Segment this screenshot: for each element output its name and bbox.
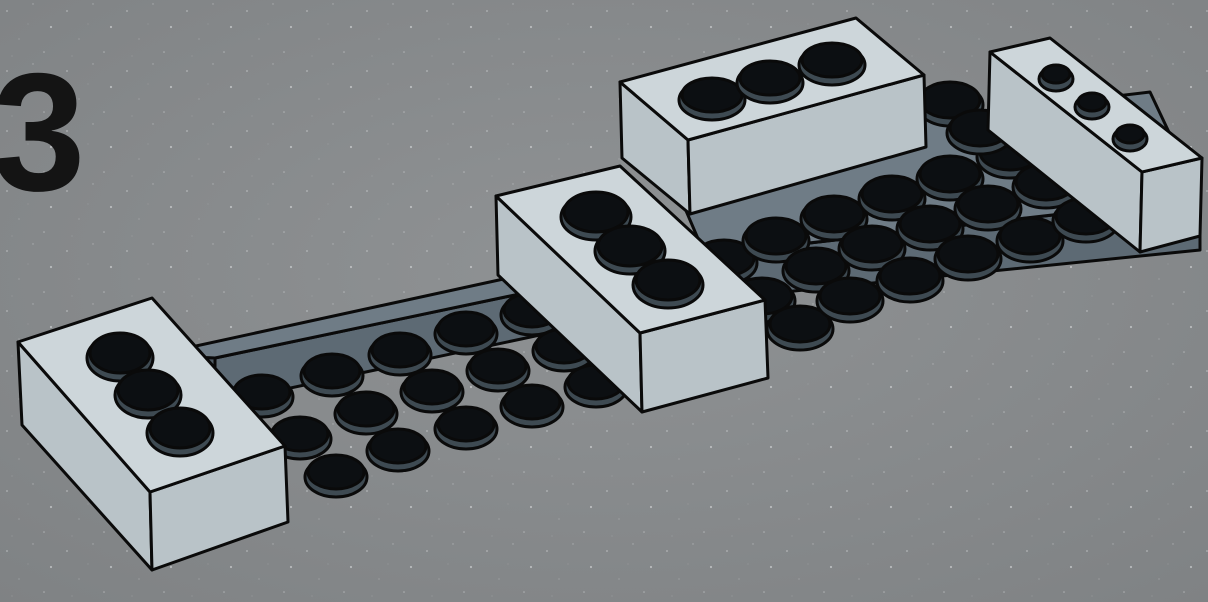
brick-left-stud-1 <box>90 333 150 373</box>
brick-left-stud-2 <box>118 370 178 410</box>
plate-stud-left-4 <box>304 354 360 388</box>
plate-stud-left-11 <box>470 349 526 383</box>
plate-stud-right-6 <box>820 278 880 314</box>
plate-stud-left-10 <box>438 312 494 346</box>
plate-stud-right-4 <box>746 218 806 254</box>
brick-left-stud-3 <box>150 408 210 448</box>
plate-stud-right-11 <box>900 206 960 242</box>
brick-top-stud-1 <box>682 78 742 112</box>
plate-stud-right-15 <box>1000 218 1060 254</box>
plate-stud-left-3 <box>308 455 364 489</box>
brick-top-stud-2 <box>740 61 800 95</box>
plate-stud-left-6 <box>370 429 426 463</box>
brick-right-front <box>1140 158 1202 252</box>
plate-stud-right-14 <box>958 186 1018 222</box>
brick-middle-stud-3 <box>636 260 700 300</box>
plate-stud-left-12 <box>504 385 560 419</box>
brick-right-stud-3 <box>1116 125 1144 143</box>
step-number: 3 <box>0 48 85 216</box>
plate-stud-right-7 <box>804 196 864 232</box>
brick-middle-stud-2 <box>598 226 662 266</box>
plate-stud-left-7 <box>372 333 428 367</box>
plate-stud-right-8 <box>842 226 902 262</box>
plate-stud-right-13 <box>920 156 980 192</box>
plate-stud-left-8 <box>404 370 460 404</box>
plate-stud-left-9 <box>438 407 494 441</box>
brick-right-stud-2 <box>1078 93 1106 111</box>
brick-top-stud-3 <box>802 43 862 77</box>
plate-stud-right-12 <box>938 236 998 272</box>
brick-right-stud-1 <box>1042 65 1070 83</box>
plate-stud-right-10 <box>862 176 922 212</box>
plate-stud-left-5 <box>338 392 394 426</box>
plate-stud-right-9 <box>880 258 940 294</box>
